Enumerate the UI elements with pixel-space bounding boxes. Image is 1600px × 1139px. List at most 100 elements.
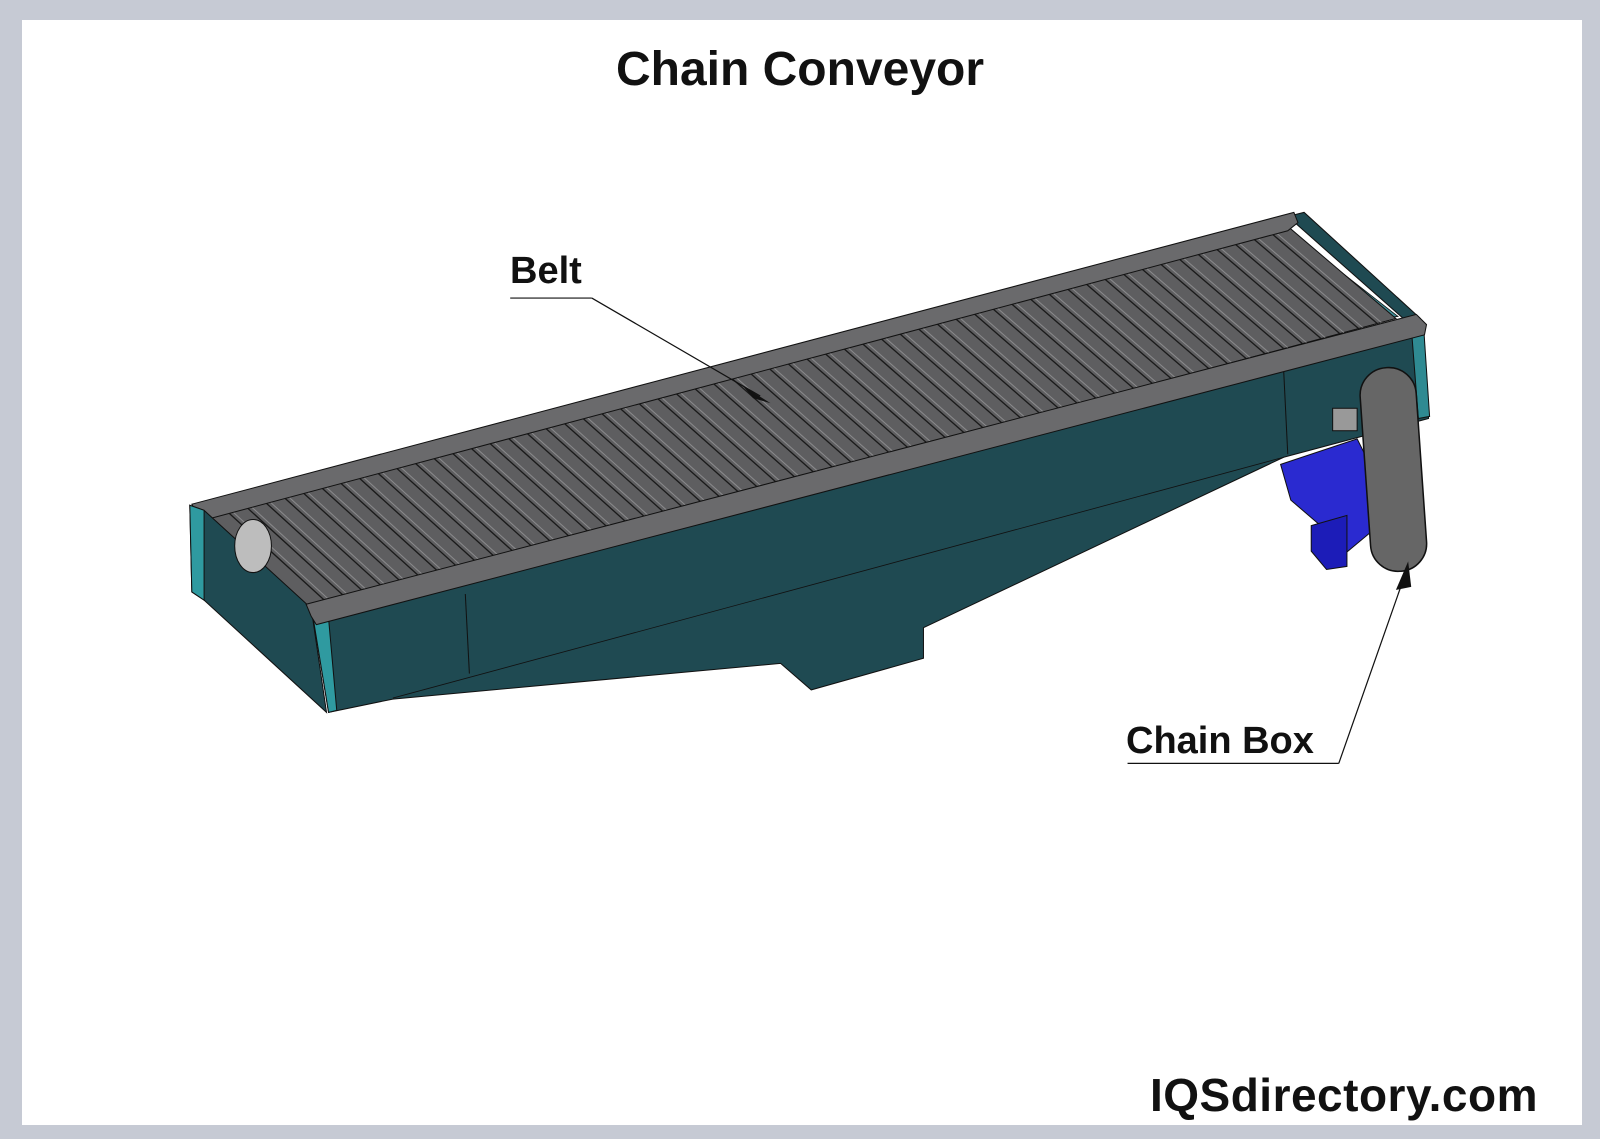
belt-slat (1229, 238, 1341, 335)
belt-slat-highlight (879, 332, 989, 429)
belt-slat-highlight (543, 421, 653, 520)
belt-slat-highlight (1214, 243, 1326, 338)
belt-slat-highlight (748, 367, 858, 464)
belt-slat-highlight (1047, 287, 1158, 384)
belt-slat (613, 402, 724, 501)
belt-slat-highlight (1009, 297, 1120, 394)
belt-slat (837, 343, 948, 440)
belt-slat-highlight (357, 471, 466, 570)
belt-slat (763, 363, 873, 460)
belt-slat (1210, 243, 1322, 340)
belt-slat (371, 467, 480, 566)
belt-slat (651, 392, 761, 491)
belt-slat-highlight (953, 312, 1064, 409)
belt-slat (1136, 263, 1247, 360)
belt-slat (856, 338, 967, 435)
belt-slat (557, 417, 667, 516)
belt-slat-highlight (823, 347, 933, 444)
belt-slat (1173, 253, 1285, 350)
belt-slat (483, 437, 593, 536)
belt-leader (510, 297, 761, 397)
belt-slat (334, 477, 443, 576)
belt-slat-highlight (935, 317, 1046, 414)
belt-slat (576, 412, 686, 511)
belt-slat-highlight (1177, 252, 1289, 349)
belt-slat (986, 303, 1098, 400)
belt-slat (352, 472, 462, 571)
belt-slat (744, 367, 855, 465)
belt-slat (1061, 283, 1172, 380)
belt-slat-highlight (729, 372, 840, 469)
belt-slat (1080, 278, 1191, 375)
drive-motor (1279, 438, 1379, 571)
belt-slat (296, 487, 406, 586)
belt-slat (464, 442, 574, 541)
belt-slat-highlight (1196, 248, 1307, 344)
belt-slat-highlight (245, 501, 354, 600)
belt-slat-highlight (711, 376, 821, 474)
belt-slat-highlight (338, 476, 447, 575)
belt-slat-highlight (1028, 292, 1139, 389)
chain-box-leader (1127, 571, 1407, 764)
belt-slat (240, 501, 350, 601)
belt-slat (912, 323, 1023, 420)
brand-logo: IQSdirectory.com (1149, 1069, 1538, 1121)
belt-slat (930, 318, 1042, 415)
belt-slat-highlight (468, 441, 578, 540)
belt-slat (222, 506, 331, 606)
belt-slat (1247, 234, 1359, 330)
belt-slat (390, 462, 499, 561)
belt-slat-highlight (524, 426, 634, 525)
belt-slat-highlight (319, 481, 428, 580)
belt-slat-highlight (804, 352, 915, 449)
belt-slat (1024, 293, 1135, 390)
belt-slat-highlight (599, 406, 709, 505)
belt-label: Belt (510, 250, 582, 292)
chain-box (1359, 366, 1428, 573)
belt-slat (781, 358, 892, 455)
belt-slat (595, 407, 705, 506)
belt-slat (1005, 298, 1116, 395)
belt-slat-highlight (636, 396, 746, 494)
belt-slat (1042, 288, 1154, 385)
belt-slat (1098, 273, 1210, 370)
belt-slat-highlight (1065, 282, 1176, 379)
end-roller (234, 518, 272, 574)
belt-slat-highlight (1270, 228, 1382, 323)
belt-slat (707, 377, 817, 475)
belt-slat-highlight (375, 466, 484, 565)
belt-slat (725, 372, 836, 470)
chain-box-arrow-icon (1395, 561, 1412, 590)
belt-slat (1154, 258, 1266, 355)
near-rail (305, 313, 1428, 626)
belt-slat-highlight (991, 302, 1102, 399)
belt-slat-highlight (562, 416, 671, 515)
belt-slat-highlight (263, 496, 372, 595)
belt-slat (446, 447, 555, 546)
belt-slat (893, 328, 1004, 425)
belt-slat-highlight (394, 461, 503, 560)
belt-slat (669, 387, 780, 486)
diagram-title: Chain Conveyor (615, 43, 985, 96)
belt-slat-highlight (1121, 267, 1233, 364)
belt-slat-highlight (506, 431, 615, 530)
belt-slat-highlight (618, 401, 728, 499)
belt-slat-highlight (412, 456, 522, 555)
belt-slat-highlight (972, 307, 1083, 404)
belt-slat-highlight (282, 491, 391, 590)
belt-slat (1266, 229, 1378, 325)
belt-slat-highlight (655, 391, 765, 489)
belt-slat (949, 313, 1060, 410)
belt-slat-highlight (580, 411, 690, 510)
belt-slat-highlight (1084, 277, 1195, 374)
belt-slat-highlight (301, 486, 410, 585)
belt-slat-highlight (1158, 257, 1270, 354)
belt-slat (632, 397, 742, 496)
chain-box-label: Chain Box (1126, 720, 1314, 762)
belt-slat-highlight (487, 436, 597, 535)
belt-slat-highlight (785, 357, 896, 454)
belt-arrow-icon (742, 385, 771, 404)
belt-slat-highlight (674, 386, 784, 484)
belt-slat (688, 382, 798, 480)
